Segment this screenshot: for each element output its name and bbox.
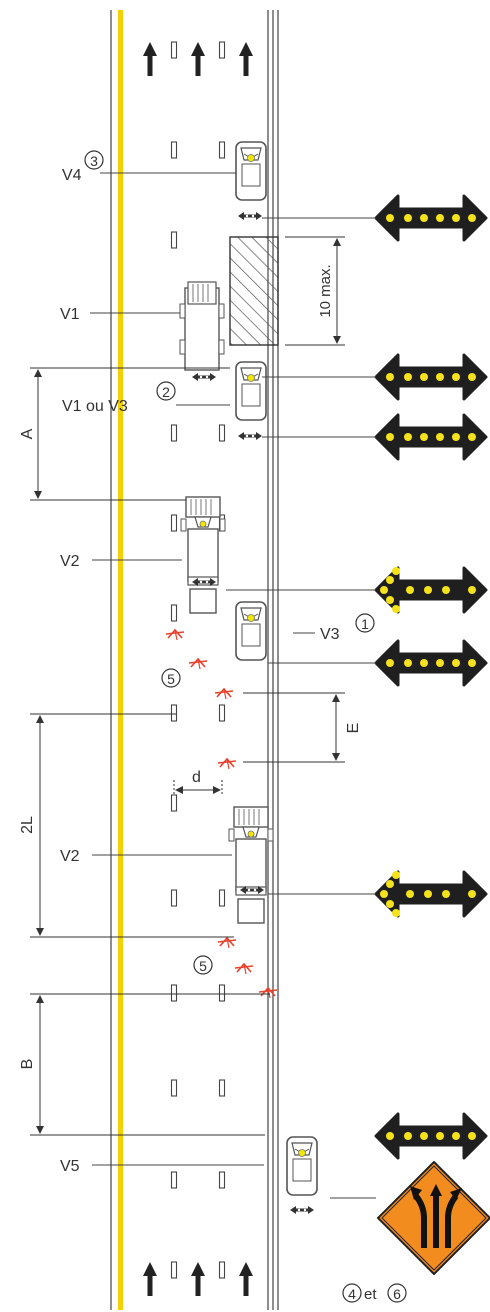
- road: [110, 10, 279, 1310]
- note-number: 3: [90, 153, 98, 169]
- label-v3: V3: [320, 626, 340, 643]
- up-arrow-icon: [239, 42, 253, 76]
- lane-dash: [218, 1171, 226, 1189]
- lane-dash: [170, 141, 178, 159]
- lane-dash: [218, 984, 226, 1002]
- truck-icon: [228, 806, 274, 924]
- double-arrow-icon: [374, 413, 488, 461]
- left-arrow-icon: [374, 565, 488, 615]
- dimensions: [30, 236, 345, 1136]
- traffic-cone-icon: [217, 758, 237, 770]
- leader-lines: [90, 172, 376, 1199]
- up-arrow-icon: [191, 42, 205, 76]
- label-v1-or-v3: V1 ou V3: [62, 398, 128, 415]
- note-marker-4-et-6: 4 et 6: [342, 1283, 407, 1303]
- note-connector: et: [364, 1286, 377, 1303]
- note-marker-5b: 5: [193, 955, 213, 975]
- label-v2-upper: V2: [60, 553, 80, 570]
- lane-dash: [218, 889, 226, 907]
- car-icon: [235, 141, 267, 201]
- dim-label-e: E: [345, 723, 362, 734]
- up-arrow-icon: [239, 1262, 253, 1296]
- vehicle-v2-lower: [228, 806, 274, 924]
- left-arrow-icon: [374, 869, 488, 919]
- note-number: 2: [162, 384, 170, 400]
- note-number: 5: [167, 671, 175, 687]
- center-line: [118, 10, 123, 1310]
- lane-dash: [170, 1079, 178, 1097]
- vehicle-v4: [235, 141, 267, 220]
- note-marker-1: 1: [355, 613, 375, 633]
- label-v1: V1: [60, 306, 80, 323]
- car-icon: [286, 1136, 318, 1196]
- lane-dash: [170, 514, 178, 532]
- double-arrow-icon: [374, 194, 488, 242]
- lane-merge-sign-icon: [377, 1161, 490, 1275]
- up-arrow-icon: [143, 42, 157, 76]
- note-marker-5a: 5: [161, 668, 181, 688]
- note-number: 1: [361, 616, 369, 632]
- mini-arrow-icon: [290, 1206, 314, 1214]
- car-icon: [235, 601, 267, 661]
- lane-dash: [170, 704, 178, 722]
- pavement-arrows: [143, 42, 253, 1296]
- work-area-hatched: [229, 236, 279, 346]
- lane-dash: [170, 1261, 178, 1279]
- double-arrow-icon: [374, 639, 488, 687]
- dim-label-b: B: [19, 1059, 36, 1070]
- traffic-cone-icon: [165, 629, 185, 641]
- label-v5: V5: [60, 1158, 80, 1175]
- dim-label-d: d: [192, 769, 201, 786]
- vehicle-v2-upper: [180, 496, 226, 614]
- note-marker-2: 2: [156, 381, 176, 401]
- lane-dash: [170, 1171, 178, 1189]
- lane-dash: [170, 424, 178, 442]
- double-arrow-icon: [374, 353, 488, 401]
- lane-dash: [218, 704, 226, 722]
- traffic-cone-icon: [214, 688, 234, 700]
- traffic-cone-icon: [188, 658, 208, 670]
- arrow-panels: [374, 194, 488, 1160]
- up-arrow-icon: [191, 1262, 205, 1296]
- dim-label-a: A: [19, 428, 36, 439]
- lane-dash: [170, 794, 178, 812]
- lane-dash: [218, 1261, 226, 1279]
- mini-arrow-icon: [192, 373, 216, 381]
- car-icon: [235, 361, 267, 421]
- lane-dash: [170, 604, 178, 622]
- dim-label-10max: 10 max.: [317, 264, 334, 317]
- vehicle-v1: [179, 281, 225, 381]
- lane-dash: [218, 141, 226, 159]
- vehicle-v3: [235, 601, 267, 661]
- traffic-cone-icon: [234, 963, 254, 975]
- label-v4: V4: [62, 167, 82, 184]
- label-v2-lower: V2: [60, 848, 80, 865]
- note-number: 4: [348, 1286, 356, 1302]
- note-number: 6: [393, 1286, 401, 1302]
- mini-arrow-icon: [238, 212, 262, 220]
- note-marker-3: 3: [84, 150, 104, 170]
- dim-label-2l: 2L: [19, 816, 36, 834]
- lane-dash: [170, 41, 178, 59]
- vehicle-v5: [286, 1136, 318, 1214]
- lane-dash: [218, 1079, 226, 1097]
- lane-dash: [170, 984, 178, 1002]
- traffic-cone-icon: [217, 937, 237, 949]
- lane-dash: [170, 231, 178, 249]
- mini-arrow-icon: [238, 432, 262, 440]
- lane-dash: [218, 424, 226, 442]
- truck-icon: [180, 496, 226, 614]
- up-arrow-icon: [143, 1262, 157, 1296]
- lane-dash: [170, 889, 178, 907]
- vehicle-v1-or-v3: [235, 361, 267, 440]
- note-number: 5: [199, 958, 207, 974]
- double-arrow-icon: [374, 1112, 488, 1160]
- lane-dash: [218, 41, 226, 59]
